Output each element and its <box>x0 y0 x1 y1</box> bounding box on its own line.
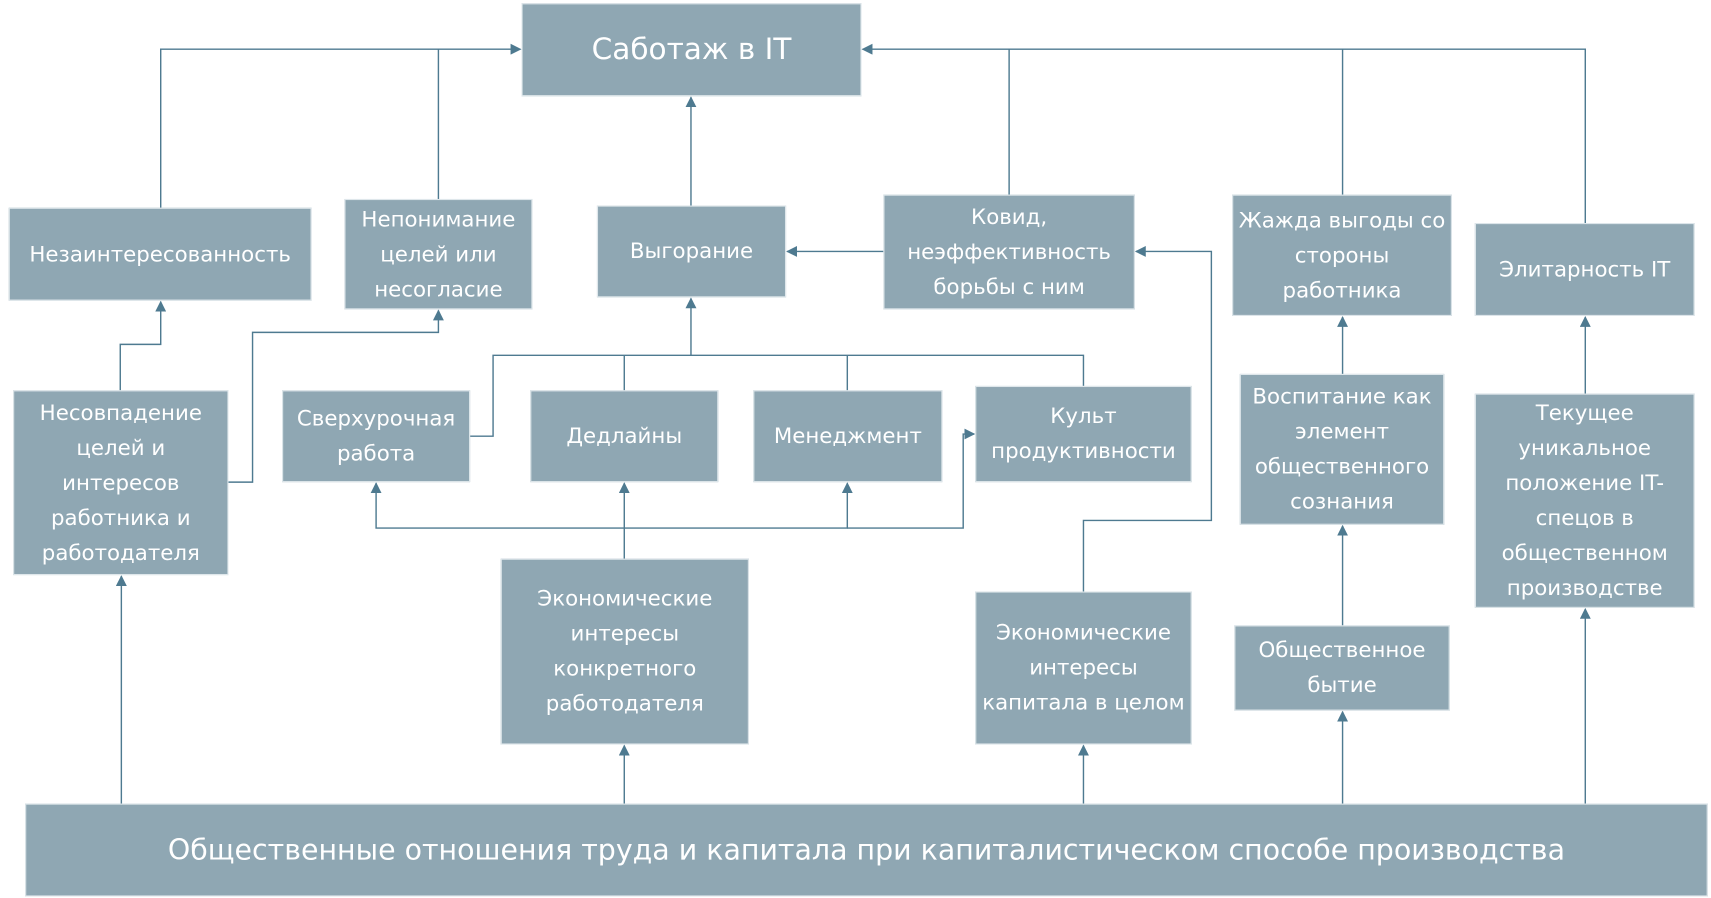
arrow-mismatch-to-disinterest <box>119 300 167 391</box>
node-productivity-cult: Культ продуктивности <box>975 385 1192 483</box>
arrow-mismatch-to-misunderstanding <box>228 309 444 483</box>
node-overtime: Сверхурочная работа <box>282 390 471 483</box>
node-unique-position: Текущее уникальное положение IT-спецов в… <box>1474 393 1695 608</box>
node-sabotage-in-it: Саботаж в IT <box>521 3 862 97</box>
node-covid: Ковид, неэффективность борьбы с ним <box>883 194 1135 310</box>
node-base-relations: Общественные отношения труда и капитала … <box>25 803 1708 897</box>
arrow-capital-to-covid <box>1082 245 1213 592</box>
node-capital-interests: Экономические интересы капитала в целом <box>975 591 1192 745</box>
node-elitism: Элитарность IT <box>1474 223 1695 316</box>
node-deadlines: Дедлайны <box>530 390 719 483</box>
arrow-employer-to-management <box>624 482 853 529</box>
arrow-employer-to-overtime <box>370 482 625 529</box>
arrow-employer-to-productivity-cult <box>847 428 976 529</box>
bus-burnout-causes <box>470 354 1085 437</box>
arrow-elitism-to-title <box>861 43 1586 224</box>
node-disinterest: Незаинтересованность <box>8 207 312 301</box>
node-management: Менеджмент <box>753 390 943 483</box>
node-upbringing: Воспитание как элемент общественного соз… <box>1239 373 1445 525</box>
arrow-disinterest-to-title <box>160 43 522 208</box>
node-greed: Жажда выгоды со стороны работника <box>1232 194 1452 316</box>
node-employer-interests: Экономические интересы конкретного работ… <box>500 558 749 745</box>
node-misunderstanding: Непонимание целей или несогласие <box>344 198 533 310</box>
node-burnout: Выгорание <box>596 205 787 298</box>
node-goal-mismatch: Несовпадение целей и интересов работника… <box>13 390 229 576</box>
node-social-being: Общественное бытие <box>1234 625 1450 711</box>
